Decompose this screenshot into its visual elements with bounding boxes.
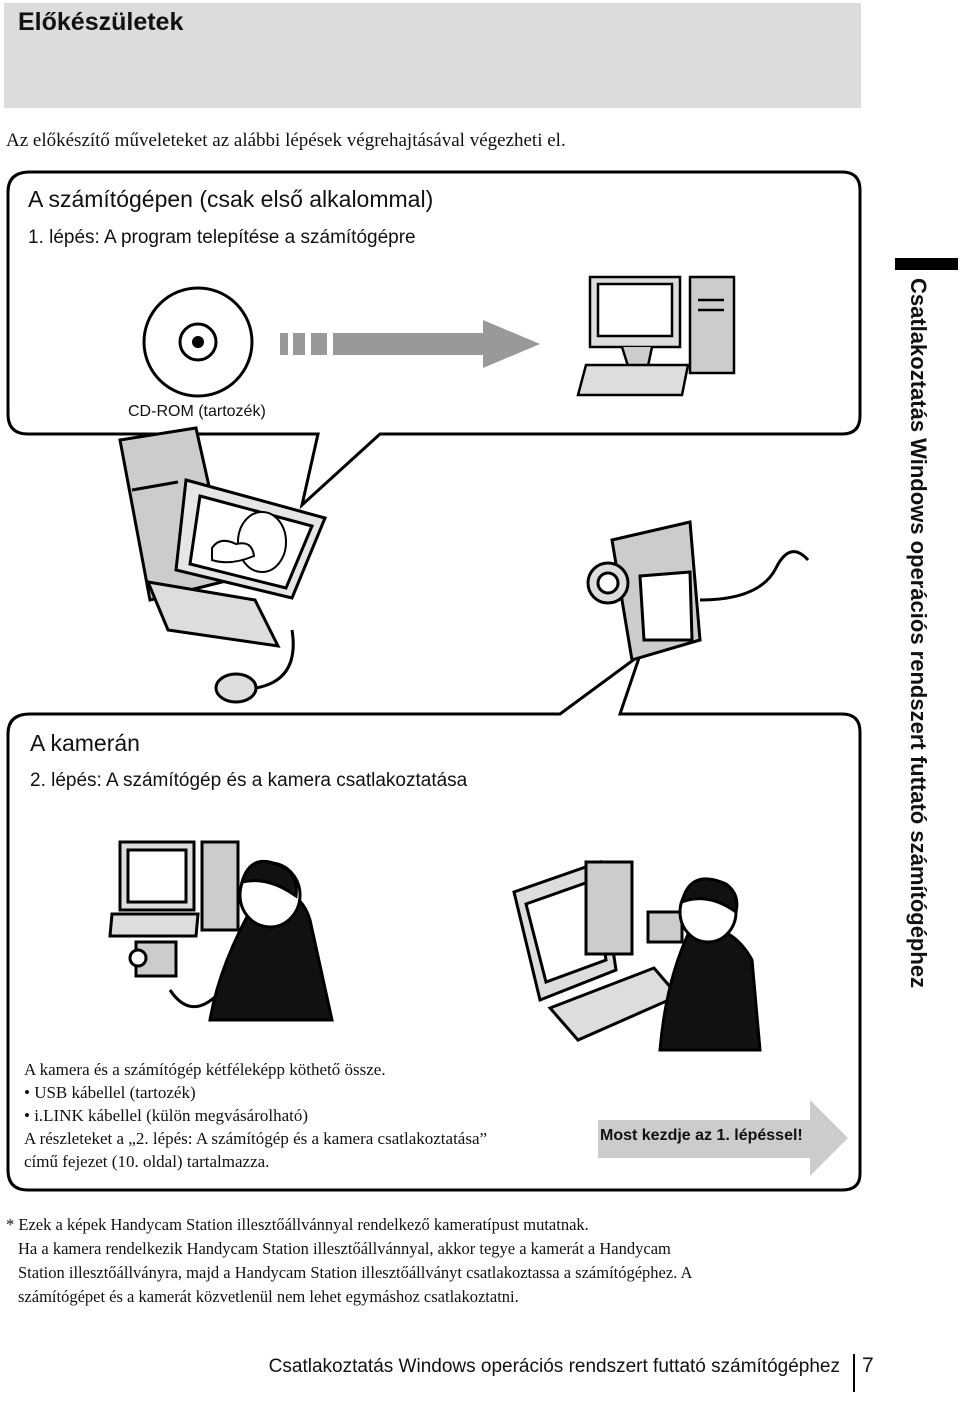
cd-rom-icon	[142, 286, 254, 398]
description-line: A részleteket a „2. lépés: A számítógép …	[24, 1129, 488, 1148]
camera-section-heading: A kamerán	[30, 730, 140, 756]
target-computer-icon	[576, 275, 736, 397]
install-arrow-icon	[280, 320, 540, 368]
page-number: 7	[862, 1354, 874, 1377]
description-line: • i.LINK kábellel (külön megvásárolható)	[24, 1106, 309, 1125]
person-left-icon	[238, 860, 302, 929]
connection-description: A kamera és a számítógép kétféleképp köt…	[24, 1058, 487, 1173]
footnote-line: Station illesztőállványra, majd a Handyc…	[18, 1263, 693, 1282]
start-label: Most kezdje az 1. lépéssel!	[600, 1127, 803, 1144]
start-arrow-badge	[598, 1100, 848, 1176]
handycam-icon	[586, 520, 810, 662]
ilink-connection-scene	[512, 859, 762, 1052]
footer-title: Csatlakoztatás Windows operációs rendsze…	[268, 1356, 840, 1377]
usb-connection-scene	[108, 840, 334, 1022]
step2-heading: 2. lépés: A számítógép és a kamera csatl…	[30, 770, 468, 791]
description-line: című fejezet (10. oldal) tartalmazza.	[24, 1152, 270, 1171]
footnote-line: Ha a kamera rendelkezik Handycam Station…	[18, 1239, 671, 1258]
desktop-computer-icon	[118, 426, 328, 704]
footnote-first-line: * Ezek a képek Handycam Station illesztő…	[6, 1215, 589, 1234]
step1-heading: 1. lépés: A program telepítése a számító…	[28, 227, 416, 248]
footnote-line: számítógépet és a kamerát közvetlenül ne…	[18, 1287, 519, 1306]
footer-divider	[853, 1354, 855, 1392]
side-tab-label: Csatlakoztatás Windows operációs rendsze…	[906, 278, 931, 989]
header-band	[4, 3, 861, 108]
camera-speech-bubble	[6, 650, 862, 1192]
computer-section-heading: A számítógépen (csak első alkalommal)	[28, 186, 434, 212]
footnote-body: Ha a kamera rendelkezik Handycam Station…	[18, 1237, 692, 1309]
intro-text: Az előkészítő műveleteket az alábbi lépé…	[6, 130, 566, 151]
side-tab-marker	[895, 258, 958, 270]
cd-rom-label: CD-ROM (tartozék)	[128, 403, 266, 420]
page-title: Előkészületek	[18, 8, 184, 36]
description-line: • USB kábellel (tartozék)	[24, 1083, 196, 1102]
description-line: A kamera és a számítógép kétféleképp köt…	[24, 1060, 386, 1079]
